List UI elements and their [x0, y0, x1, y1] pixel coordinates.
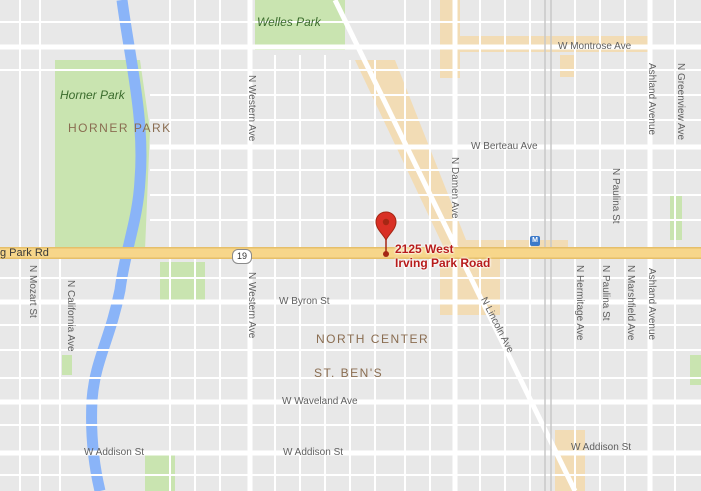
address-line-2: Irving Park Road — [395, 256, 491, 270]
map-pin-icon[interactable] — [375, 211, 397, 257]
mozart-st-label: N Mozart St — [27, 265, 38, 318]
railway — [544, 0, 552, 491]
western-ave-label-north: N Western Ave — [246, 75, 257, 142]
ashland-ave-label-north: Ashland Avenue — [646, 63, 657, 136]
berteau-ave-label: W Berteau Ave — [471, 141, 538, 152]
hermitage-ave-label: N Hermitage Ave — [574, 265, 585, 341]
marshfield-ave-label: N Marshfield Ave — [625, 265, 636, 341]
metro-station-icon[interactable]: M — [530, 236, 540, 246]
addison-st-label-mid: W Addison St — [283, 447, 344, 458]
western-ave-label-south: N Western Ave — [246, 272, 257, 339]
neighborhood-north-center: NORTH CENTER — [316, 332, 430, 346]
ashland-ave-label-south: Ashland Avenue — [646, 268, 657, 341]
greenview-ave-label: N Greenview Ave — [675, 63, 686, 141]
horner-park-label: Horner Park — [60, 88, 125, 102]
paulina-st-label-north: N Paulina St — [610, 168, 621, 224]
pinned-address-label[interactable]: 2125 West Irving Park Road — [395, 242, 490, 270]
waveland-ave-label: W Waveland Ave — [282, 396, 358, 407]
lincoln-ave-road — [332, 0, 578, 491]
neighborhood-horner-park: HORNER PARK — [68, 121, 172, 135]
river — [86, 0, 147, 491]
welles-park-area — [255, 0, 345, 50]
irving-park-road — [0, 247, 701, 259]
welles-park-label: Welles Park — [257, 15, 321, 29]
neighborhood-st-bens: ST. BEN'S — [314, 366, 384, 380]
horner-park-area — [55, 60, 150, 250]
address-line-1: 2125 West — [395, 242, 454, 256]
montrose-ave-label: W Montrose Ave — [558, 41, 632, 52]
minor-streets-vertical — [19, 0, 676, 491]
route-shield-icon: 19 — [232, 249, 252, 264]
california-ave-label: N California Ave — [65, 280, 76, 352]
damen-ave-label: N Damen Ave — [449, 157, 460, 219]
minor-streets-horizontal — [0, 21, 701, 476]
irving-park-rd-label: g Park Rd — [0, 247, 49, 259]
addison-st-label-east: W Addison St — [571, 442, 632, 453]
paulina-st-label-south: N Paulina St — [600, 265, 611, 321]
addison-st-label-west: W Addison St — [84, 447, 145, 458]
byron-st-label: W Byron St — [279, 296, 330, 307]
